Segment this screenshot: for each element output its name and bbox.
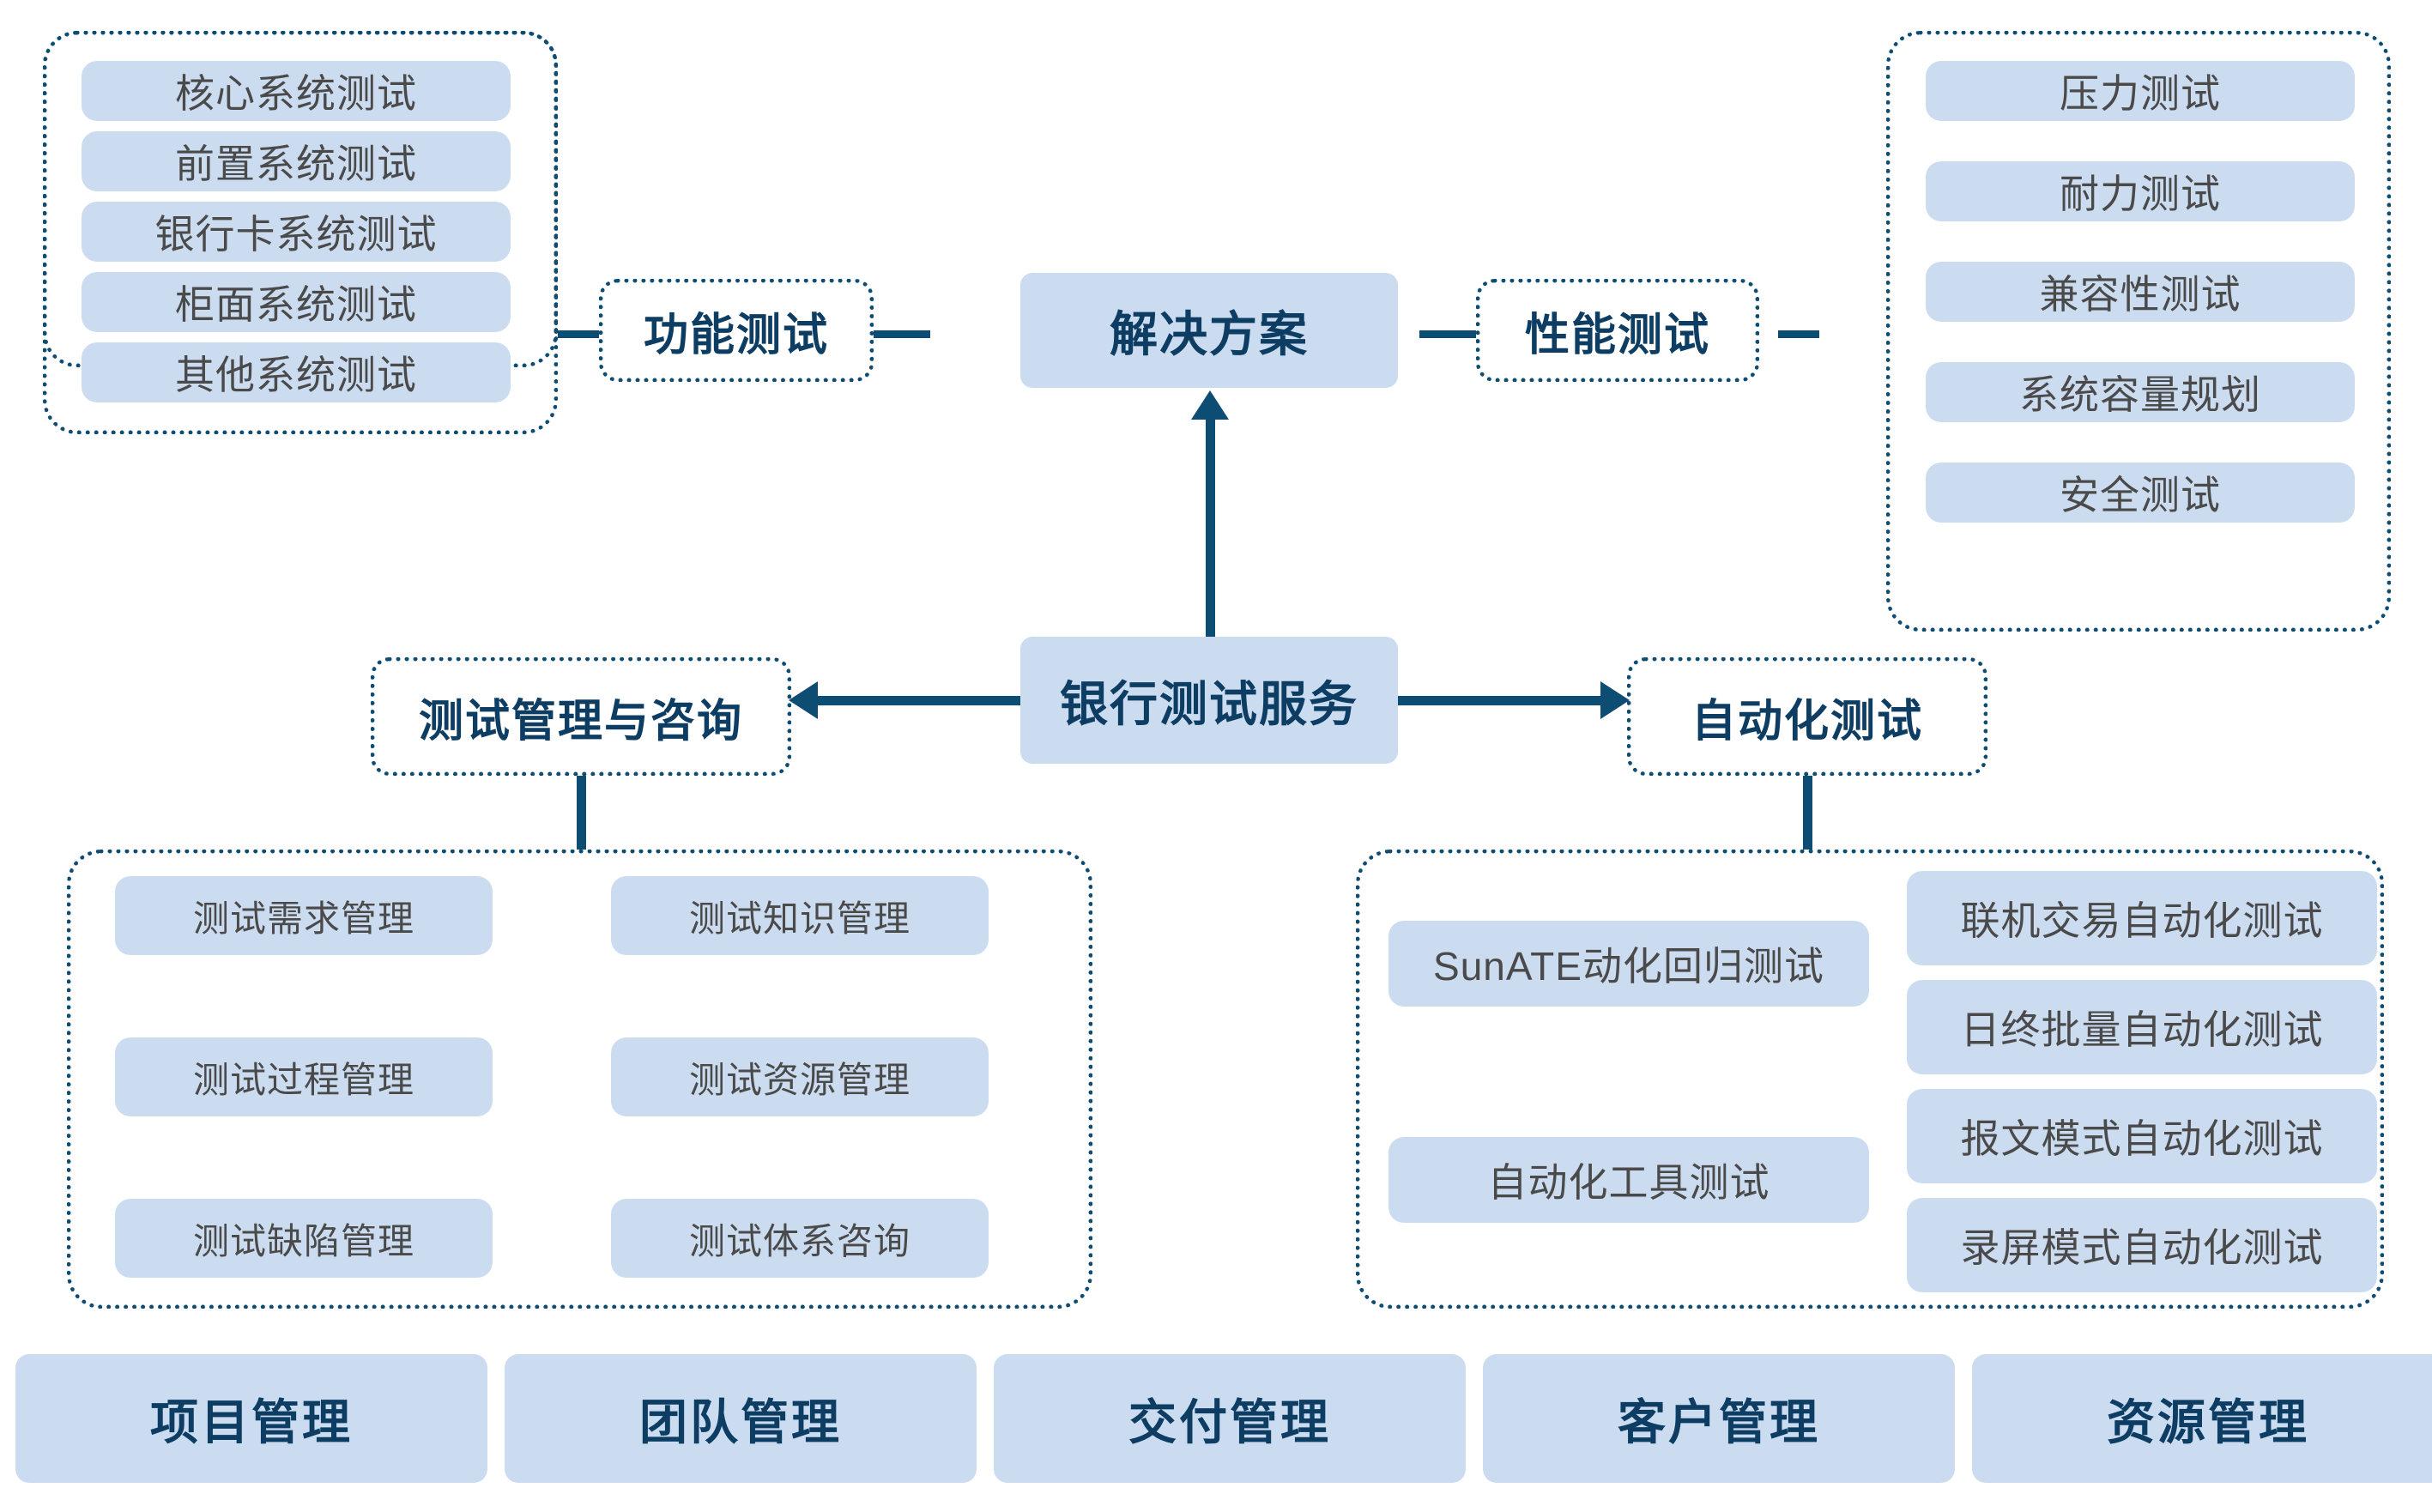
functional-item-1[interactable]: 前置系统测试 [82,131,511,191]
footer-bar-0[interactable]: 项目管理 [15,1354,487,1483]
footer-bar-4[interactable]: 资源管理 [1972,1354,2432,1483]
connector-functional-to-solution [874,330,930,338]
performance-item-2[interactable]: 兼容性测试 [1926,262,2355,322]
management-right-item-2[interactable]: 测试体系咨询 [611,1199,989,1278]
automation-items-panel [1356,850,2384,1309]
functional-item-3[interactable]: 柜面系统测试 [82,272,511,332]
node-automation-testing[interactable]: 自动化测试 [1627,657,1987,776]
automation-right-item-1[interactable]: 日终批量自动化测试 [1907,980,2377,1074]
automation-right-item-2[interactable]: 报文模式自动化测试 [1907,1089,2377,1183]
management-left-item-2[interactable]: 测试缺陷管理 [115,1199,493,1278]
automation-right-item-3[interactable]: 录屏模式自动化测试 [1907,1198,2377,1292]
footer-bar-2[interactable]: 交付管理 [994,1354,1466,1483]
node-test-management-consulting[interactable]: 测试管理与咨询 [371,657,791,776]
arrow-up-icon [1191,390,1229,420]
node-bank-testing-service[interactable]: 银行测试服务 [1020,637,1398,764]
connector-functional-panel-to-label [558,330,599,338]
footer-bar-3[interactable]: 客户管理 [1483,1354,1955,1483]
connector-management-stem [577,776,586,850]
functional-item-4[interactable]: 其他系统测试 [82,342,511,402]
functional-testing-panel-frame [43,31,558,434]
connector-solution-to-performance [1419,330,1476,338]
automation-left-item-1[interactable]: 自动化工具测试 [1388,1137,1869,1223]
connector-center-to-automation [1398,696,1600,705]
functional-item-0[interactable]: 核心系统测试 [82,61,511,121]
functional-item-2[interactable]: 银行卡系统测试 [82,202,511,262]
node-performance-testing[interactable]: 性能测试 [1476,279,1759,382]
performance-item-0[interactable]: 压力测试 [1926,61,2355,121]
performance-item-3[interactable]: 系统容量规划 [1926,362,2355,422]
connector-center-to-solution [1206,410,1215,637]
management-right-item-1[interactable]: 测试资源管理 [611,1037,989,1116]
automation-right-item-0[interactable]: 联机交易自动化测试 [1907,871,2377,965]
management-left-item-1[interactable]: 测试过程管理 [115,1037,493,1116]
arrow-left-icon [789,681,818,719]
management-items-panel [67,850,1092,1309]
footer-bar-1[interactable]: 团队管理 [505,1354,977,1483]
automation-left-item-0[interactable]: SunATE动化回归测试 [1388,921,1869,1007]
performance-item-1[interactable]: 耐力测试 [1926,161,2355,221]
connector-automation-stem [1803,776,1812,850]
connector-center-to-management [818,696,1020,705]
arrow-right-icon [1600,681,1630,719]
management-right-item-0[interactable]: 测试知识管理 [611,876,989,955]
management-left-item-0[interactable]: 测试需求管理 [115,876,493,955]
connector-performance-to-panel [1778,330,1819,338]
performance-item-4[interactable]: 安全测试 [1926,463,2355,523]
performance-testing-panel [1886,31,2391,632]
node-solution[interactable]: 解决方案 [1020,273,1398,388]
node-functional-testing[interactable]: 功能测试 [599,279,874,382]
